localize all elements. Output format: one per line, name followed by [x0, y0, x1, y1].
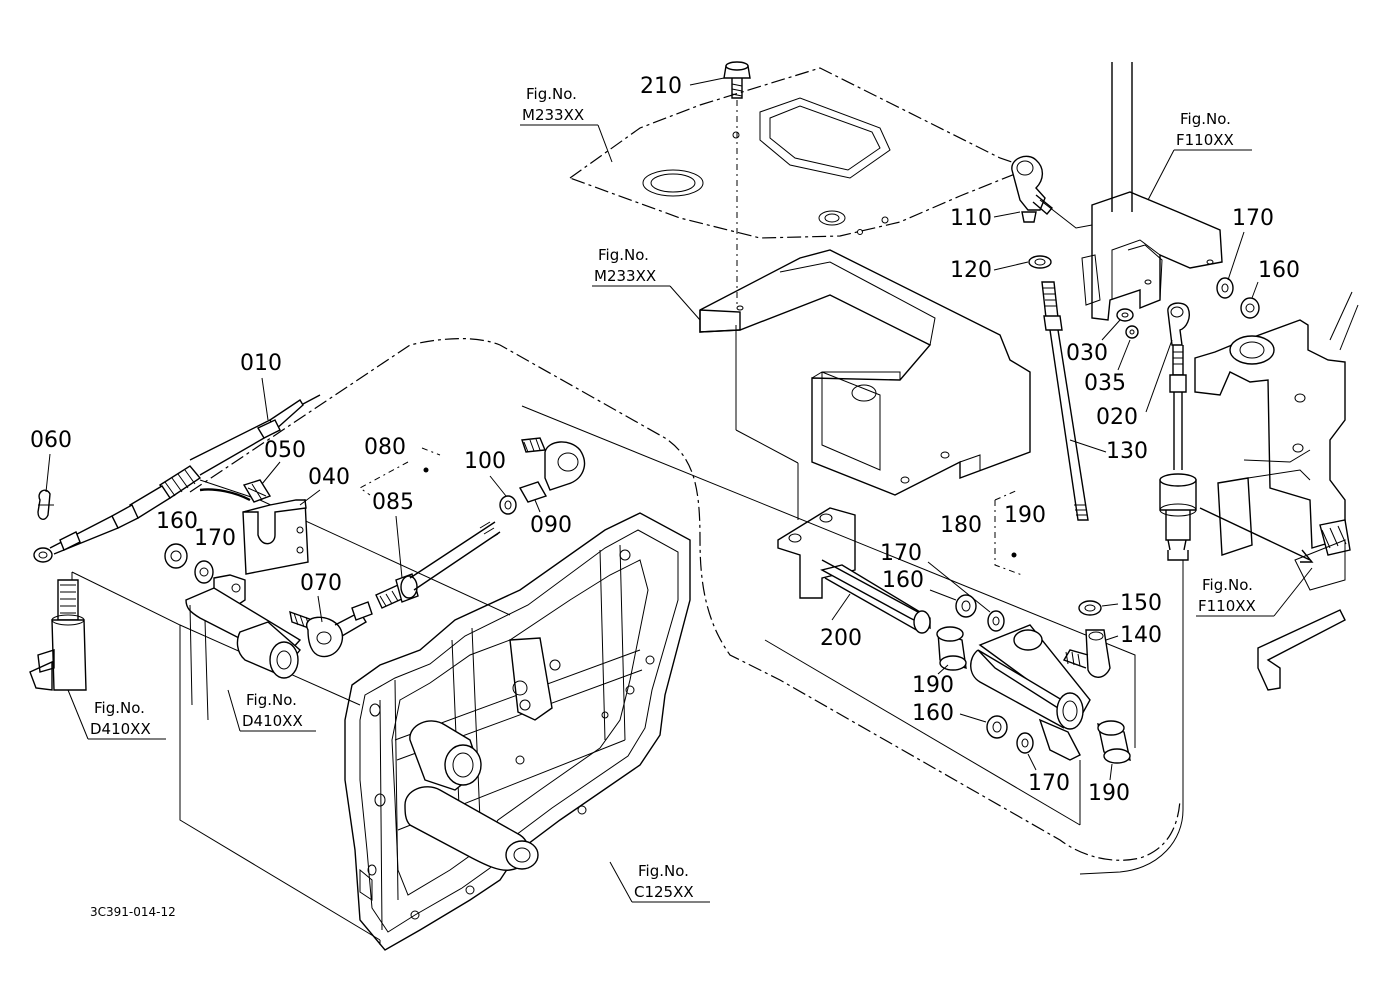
svg-text:M233XX: M233XX [522, 106, 584, 124]
label-110: 110 [950, 206, 992, 231]
label-100: 100 [464, 449, 506, 474]
label-070: 070 [300, 571, 342, 596]
label-190-mid: 190 [912, 673, 954, 698]
svg-text:Fig.No.: Fig.No. [94, 699, 145, 717]
svg-text:M233XX: M233XX [594, 267, 656, 285]
fig-ref-m233-top: Fig.No. M233XX [520, 85, 613, 163]
label-160-left: 160 [156, 509, 198, 534]
label-040: 040 [308, 465, 350, 490]
upper-bracket [699, 249, 1031, 496]
housing-outline [189, 338, 1181, 861]
fig-ref-f110-bottom: Fig.No. F110XX [1196, 567, 1313, 617]
diagram-code: 3C391-014-12 [90, 905, 176, 919]
fig-ref-c125: Fig.No. C125XX [609, 861, 710, 903]
label-170-mid: 170 [880, 541, 922, 566]
label-160-lower: 160 [912, 701, 954, 726]
label-020: 020 [1096, 405, 1138, 430]
shaft-bracket [777, 507, 931, 634]
figure-references: Fig.No. M233XX Fig.No. M233XX Fig.No. F1… [67, 85, 1313, 903]
svg-text:Fig.No.: Fig.No. [638, 862, 689, 880]
label-080: 080 [364, 435, 406, 460]
fig-ref-d410-left: Fig.No. D410XX [67, 689, 166, 740]
label-150: 150 [1120, 591, 1162, 616]
label-090: 090 [530, 513, 572, 538]
label-170-left: 170 [194, 526, 236, 551]
bushing-assembly [936, 594, 1131, 764]
bracket-040 [242, 499, 309, 575]
top-cover-plate [568, 67, 1032, 239]
left-bushing-assembly [164, 543, 302, 721]
label-170-lower: 170 [1028, 771, 1070, 796]
cable-010 [33, 394, 321, 563]
clip-060 [37, 489, 54, 520]
joint-rod-assembly [289, 521, 501, 658]
label-050: 050 [264, 438, 306, 463]
label-160-upper: 160 [1258, 258, 1300, 283]
label-030: 030 [1066, 341, 1108, 366]
label-190-upper: 190 [1004, 503, 1046, 528]
label-060: 060 [30, 428, 72, 453]
label-160-mid: 160 [882, 568, 924, 593]
fig-ref-f110-top: Fig.No. F110XX [1147, 110, 1252, 201]
fig-ref-d410-mid: Fig.No. D410XX [227, 689, 316, 732]
part-labels: 210 110 120 170 160 030 035 020 130 180 … [30, 74, 1300, 806]
svg-text:Fig.No.: Fig.No. [1202, 576, 1253, 594]
label-085: 085 [372, 490, 414, 515]
label-200: 200 [820, 626, 862, 651]
label-210: 210 [640, 74, 682, 99]
fig-ref-m233-mid: Fig.No. M233XX [592, 246, 701, 321]
bolt-050 [242, 479, 272, 503]
spline-shaft [29, 579, 87, 691]
nut-joint-090 [499, 437, 586, 515]
right-bracket-fragment [1194, 291, 1359, 691]
svg-text:F110XX: F110XX [1176, 131, 1234, 149]
bolt-210 [723, 61, 751, 99]
label-180: 180 [940, 513, 982, 538]
svg-text:D410XX: D410XX [242, 712, 303, 730]
label-010: 010 [240, 351, 282, 376]
transmission-case [344, 512, 691, 951]
svg-text:Fig.No.: Fig.No. [246, 691, 297, 709]
svg-text:F110XX: F110XX [1198, 597, 1256, 615]
svg-text:Fig.No.: Fig.No. [526, 85, 577, 103]
label-120: 120 [950, 258, 992, 283]
cable-020 [1079, 302, 1197, 875]
shift-lever-bracket [1039, 62, 1260, 339]
svg-text:Fig.No.: Fig.No. [598, 246, 649, 264]
label-170-upper: 170 [1232, 206, 1274, 231]
svg-text:D410XX: D410XX [90, 720, 151, 738]
label-190-lower: 190 [1088, 781, 1130, 806]
label-130: 130 [1106, 439, 1148, 464]
rod-130 [1011, 155, 1111, 678]
label-035: 035 [1084, 371, 1126, 396]
label-140: 140 [1120, 623, 1162, 648]
assembly-outline [521, 325, 1136, 826]
svg-text:Fig.No.: Fig.No. [1180, 110, 1231, 128]
svg-text:C125XX: C125XX [634, 883, 694, 901]
